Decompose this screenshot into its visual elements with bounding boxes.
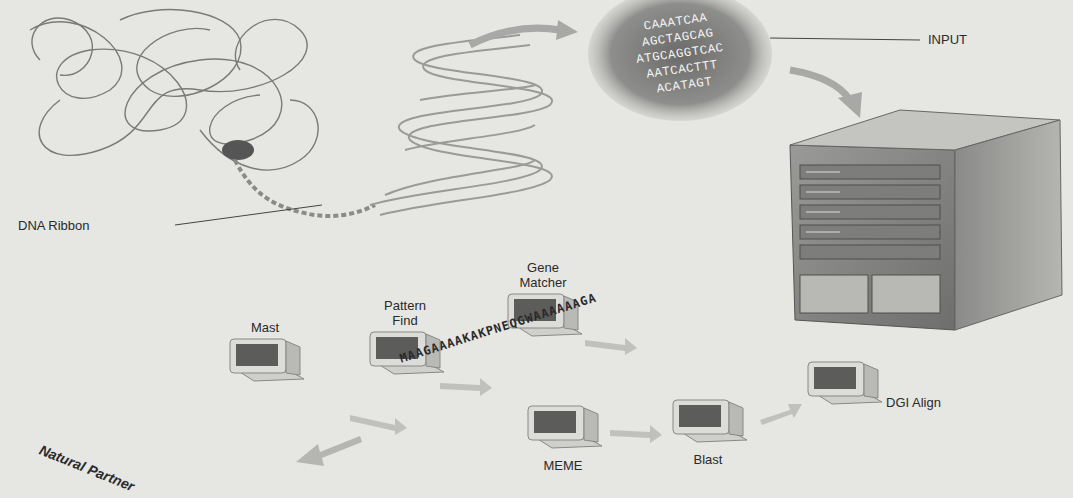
monitor-icon [800, 360, 886, 412]
double-helix [370, 35, 552, 215]
flow-arrow [470, 28, 560, 45]
tool-monitor: Blast [665, 398, 751, 469]
monitor-icon [222, 337, 308, 389]
tool-monitor: Pattern Find [362, 296, 448, 382]
sequence-blob [588, 0, 772, 121]
chromatin-knot [222, 140, 254, 160]
arrow-head [556, 20, 578, 40]
tool-label: MEME [544, 456, 583, 475]
sequence-node: CAAATCAA AGCTAGCAG ATGCAGGTCAC AATCACTTT… [625, 7, 735, 100]
callout-label: DNA Ribbon [18, 218, 90, 233]
monitor-icon [520, 404, 606, 456]
tool-label: Mast [251, 318, 279, 337]
callout-label: Natural Partner [37, 441, 137, 494]
tool-monitor: DGI Align [800, 360, 941, 412]
dna-tangle [30, 10, 318, 170]
callout-label: INPUT [928, 32, 967, 47]
monitor-icon [665, 398, 751, 450]
tool-label: Pattern Find [370, 296, 440, 330]
output-arrow [296, 436, 362, 466]
arrow-head [838, 92, 862, 118]
flow-arrow [790, 70, 850, 100]
tool-label: Blast [694, 450, 723, 469]
server-cabinet [790, 110, 1062, 330]
tool-label: Gene Matcher [508, 258, 578, 292]
tool-monitor: Mast [222, 318, 308, 389]
tool-label: DGI Align [886, 393, 941, 412]
tool-monitor: MEME [520, 404, 606, 475]
leader-line [770, 38, 920, 40]
leader-line [175, 205, 322, 225]
sequence-text: CAAATCAA AGCTAGCAG ATGCAGGTCAC AATCACTTT… [625, 7, 735, 100]
